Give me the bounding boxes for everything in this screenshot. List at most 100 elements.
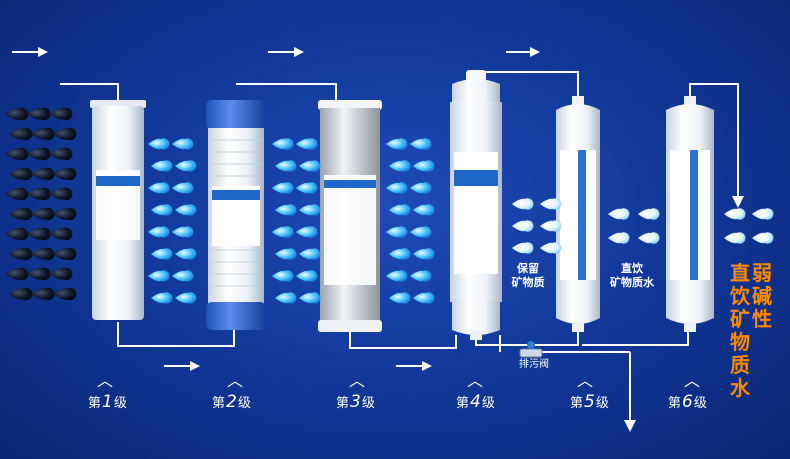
water-drop-icon bbox=[174, 248, 197, 260]
water-drop-icon bbox=[385, 138, 408, 150]
flow-arrowheads bbox=[624, 196, 744, 432]
stage-5-label: 第5级 bbox=[570, 392, 609, 412]
clean-water-drop-icon bbox=[511, 220, 534, 232]
dirty-water-drop-icon bbox=[5, 147, 29, 161]
dirty-water-drop-icon bbox=[31, 167, 55, 181]
water-drop-icon bbox=[412, 204, 435, 216]
dirty-water-drop-icon bbox=[5, 267, 29, 281]
hero-char: 碱 bbox=[752, 284, 772, 308]
water-drop-icon bbox=[409, 138, 432, 150]
water-drop-icon bbox=[150, 292, 173, 304]
clean-water-drop-icon bbox=[723, 208, 746, 220]
cartridge-2 bbox=[206, 100, 266, 330]
hero-char: 弱 bbox=[752, 261, 772, 285]
caret-up-icon: ︿ bbox=[227, 371, 244, 390]
caret-up-icon: ︿ bbox=[349, 371, 366, 390]
clean-water-drop-icon bbox=[539, 220, 562, 232]
dirty-water-drop-icon bbox=[9, 287, 33, 301]
water-drop-icon bbox=[409, 270, 432, 282]
water-drop-icon bbox=[147, 138, 170, 150]
cartridge-1 bbox=[90, 100, 146, 320]
dirty-water-drop-icon bbox=[5, 187, 29, 201]
stage-6-label: 第6级 bbox=[668, 392, 707, 412]
dirty-water-drop-icon bbox=[27, 227, 51, 241]
dirty-water-drop-icon bbox=[9, 207, 33, 221]
water-drop-icon bbox=[295, 226, 318, 238]
water-drop-icon bbox=[388, 204, 411, 216]
caret-up-icon: ︿ bbox=[97, 371, 114, 390]
water-drop-icon bbox=[271, 226, 294, 238]
drink-line-2: 矿物质水 bbox=[610, 276, 654, 289]
retain-minerals-label: 保留 矿物质 bbox=[508, 262, 548, 290]
dirty-water-drop-icon bbox=[27, 187, 51, 201]
water-drop-icon bbox=[298, 292, 321, 304]
water-drops bbox=[5, 107, 774, 304]
water-drop-icon bbox=[295, 138, 318, 150]
retain-line-2: 矿物质 bbox=[511, 276, 545, 289]
dirty-water-drop-icon bbox=[49, 147, 73, 161]
water-drop-icon bbox=[298, 204, 321, 216]
caret-up-icon: ︿ bbox=[684, 371, 701, 390]
water-drop-icon bbox=[174, 160, 197, 172]
water-drop-icon bbox=[409, 182, 432, 194]
water-drop-icon bbox=[147, 226, 170, 238]
dirty-water-drop-icon bbox=[5, 107, 29, 121]
hero-col-2: 弱 碱 性 bbox=[752, 262, 774, 331]
cartridge-6 bbox=[666, 96, 714, 332]
flow-lines bbox=[60, 71, 739, 422]
water-drop-icon bbox=[295, 270, 318, 282]
dirty-water-drop-icon bbox=[31, 127, 55, 141]
water-drop-icon bbox=[174, 204, 197, 216]
dirty-water-drop-icon bbox=[27, 107, 51, 121]
water-drop-icon bbox=[385, 226, 408, 238]
hero-char: 性 bbox=[752, 307, 772, 331]
clean-water-drop-icon bbox=[751, 208, 774, 220]
dirty-water-drop-icon bbox=[53, 207, 77, 221]
water-drop-icon bbox=[147, 270, 170, 282]
water-drop-icon bbox=[171, 138, 194, 150]
cartridge-3 bbox=[318, 100, 382, 332]
drinkable-water-label: 直饮 矿物质水 bbox=[602, 262, 662, 290]
cartridge-5 bbox=[556, 96, 600, 332]
dirty-water-drop-icon bbox=[53, 127, 77, 141]
water-drop-icon bbox=[274, 204, 297, 216]
cartridge-4 bbox=[450, 70, 502, 340]
dirty-water-drop-icon bbox=[49, 107, 73, 121]
clean-water-drop-icon bbox=[539, 242, 562, 254]
dirty-water-drop-icon bbox=[31, 207, 55, 221]
clean-water-drop-icon bbox=[751, 232, 774, 244]
water-drop-icon bbox=[298, 248, 321, 260]
water-drop-icon bbox=[388, 248, 411, 260]
clean-water-drop-icon bbox=[539, 198, 562, 210]
water-drop-icon bbox=[298, 160, 321, 172]
hero-char: 直 bbox=[730, 261, 750, 285]
dirty-water-drop-icon bbox=[31, 287, 55, 301]
clean-water-drop-icon bbox=[637, 208, 660, 220]
water-drop-icon bbox=[412, 292, 435, 304]
hero-char: 物 bbox=[730, 330, 750, 354]
stage-3-label: 第3级 bbox=[336, 392, 375, 412]
dirty-water-drop-icon bbox=[53, 167, 77, 181]
clean-water-drop-icon bbox=[723, 232, 746, 244]
dirty-water-drop-icon bbox=[27, 147, 51, 161]
dirty-water-drop-icon bbox=[49, 227, 73, 241]
drain-valve-icon bbox=[519, 341, 543, 358]
clean-water-drop-icon bbox=[607, 232, 630, 244]
hero-char: 水 bbox=[730, 376, 750, 400]
stage-2-label: 第2级 bbox=[212, 392, 251, 412]
caret-up-icon: ︿ bbox=[467, 371, 484, 390]
dirty-water-drop-icon bbox=[49, 187, 73, 201]
dirty-water-drop-icon bbox=[49, 267, 73, 281]
water-drop-icon bbox=[388, 292, 411, 304]
water-drop-icon bbox=[171, 182, 194, 194]
direction-arrows bbox=[12, 47, 540, 371]
retain-line-1: 保留 bbox=[517, 262, 539, 275]
water-drop-icon bbox=[171, 226, 194, 238]
dirty-water-drop-icon bbox=[53, 247, 77, 261]
water-drop-icon bbox=[174, 292, 197, 304]
water-drop-icon bbox=[274, 248, 297, 260]
water-drop-icon bbox=[385, 182, 408, 194]
dirty-water-drop-icon bbox=[31, 247, 55, 261]
